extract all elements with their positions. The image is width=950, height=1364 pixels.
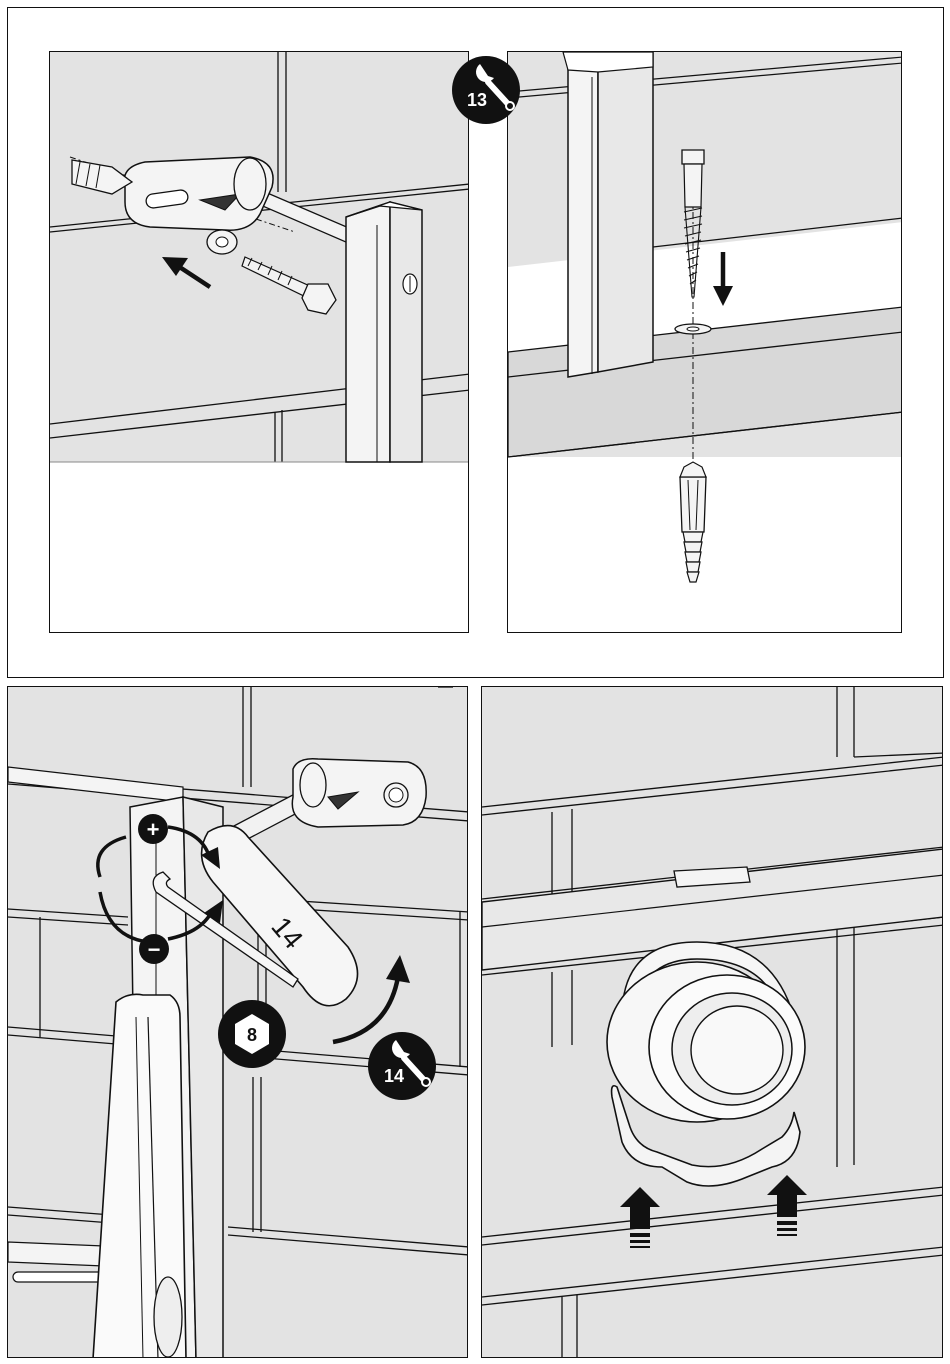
tighten-badge: + bbox=[138, 814, 168, 844]
panel-floor-anchor bbox=[507, 51, 902, 633]
waste-connector-illustration bbox=[482, 687, 943, 1358]
panel-waste-connector bbox=[481, 686, 943, 1358]
hex-key-size-label: 8 bbox=[247, 1025, 257, 1045]
step-14-number: 14 bbox=[384, 1066, 404, 1086]
panel-wall-bracket-mount bbox=[49, 51, 469, 633]
floor-anchor-illustration bbox=[508, 52, 902, 633]
hex-key-badge: 8 bbox=[216, 998, 288, 1070]
wall-bracket-illustration bbox=[50, 52, 469, 633]
step-14-badge: 14 bbox=[366, 1030, 438, 1102]
step-13-number: 13 bbox=[467, 90, 487, 110]
tighten-symbol: + bbox=[147, 817, 160, 842]
loosen-symbol: − bbox=[148, 937, 161, 962]
loosen-badge: − bbox=[139, 934, 169, 964]
step-13-badge: 13 bbox=[450, 54, 522, 126]
